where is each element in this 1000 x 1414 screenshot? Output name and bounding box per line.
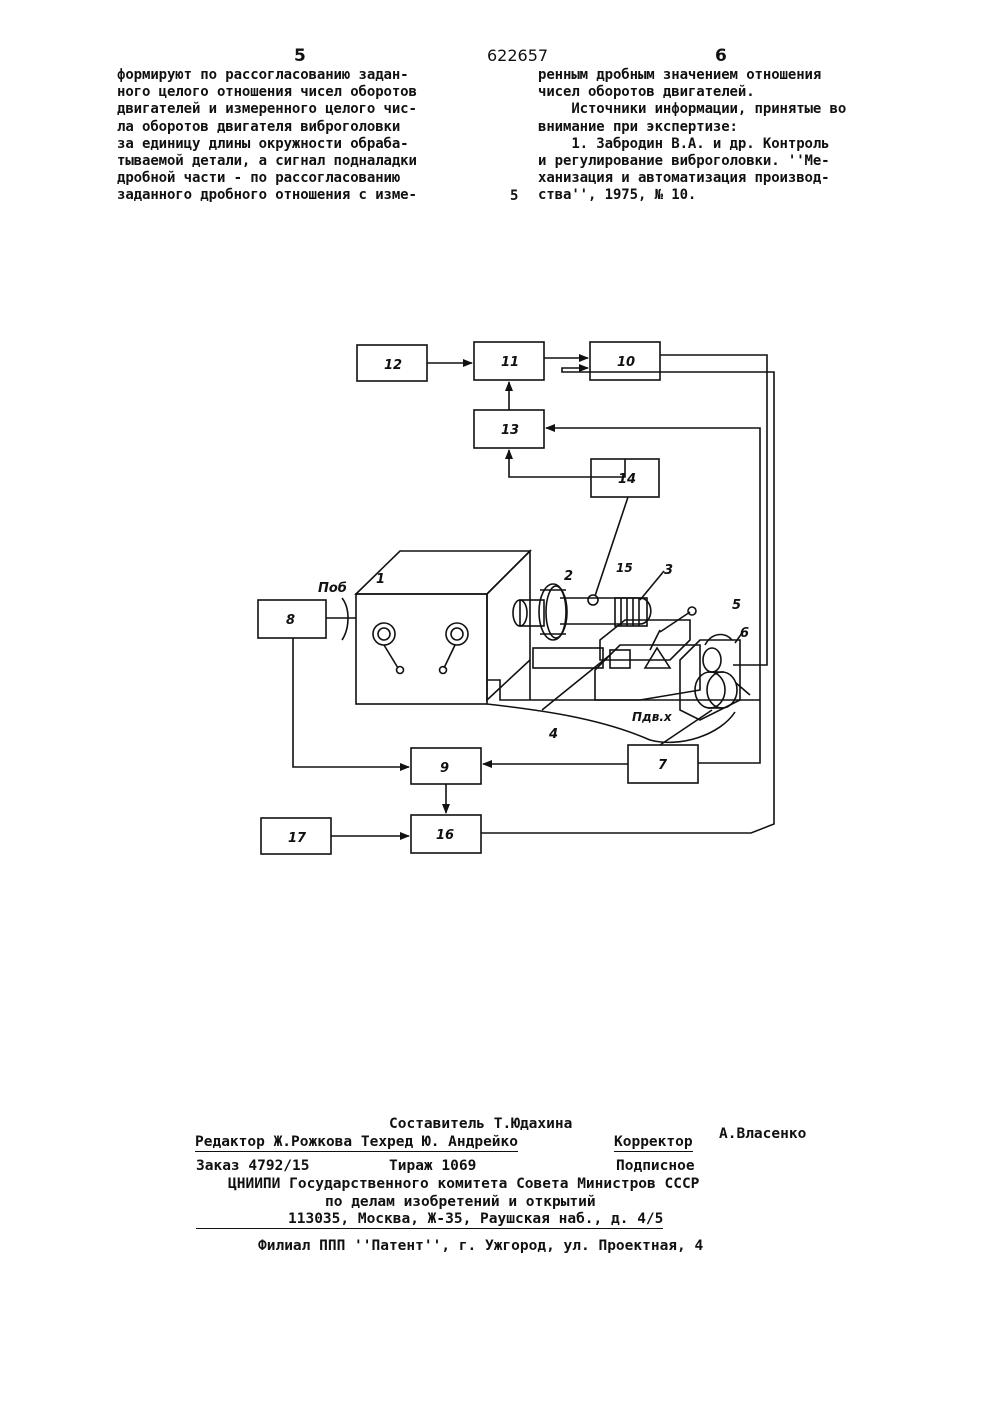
block-17: 17 [261,818,331,854]
block-11: 11 [474,342,544,380]
left-line: дробной части - по рассогласованию [117,170,417,187]
organization-line-1: ЦНИИПИ Государственного комитета Совета … [228,1176,699,1192]
link-14-to-15 [595,497,628,596]
block-16-label: 16 [436,828,454,843]
block-9-label: 9 [440,761,449,776]
link-14-to-13 [509,450,625,477]
label-15: 15 [616,561,633,575]
left-line: за единицу длины окружности обраба- [117,136,417,153]
block-7: 7 [628,745,698,783]
block-12: 12 [357,345,427,381]
corrector-name: А.Власенко [719,1126,806,1142]
right-line: ства'', 1975, № 10. [538,187,846,204]
left-line: ла оборотов двигателя виброголовки [117,119,417,136]
line-number-marker: 5 [510,188,518,204]
vibration-head-5-6 [660,633,750,745]
sensor-15 [588,595,598,605]
label-3: 3 [664,563,673,578]
label-n-dv: Пдв.х [632,710,673,724]
left-line: тываемой детали, а сигнал подналадки [117,153,417,170]
block-9: 9 [411,748,481,784]
block-8: 8 [258,600,326,638]
label-n-ob: Поб [318,581,347,596]
block-17-label: 17 [288,831,307,846]
left-line: формируют по рассогласованию задан- [117,67,417,84]
block-8-label: 8 [286,613,295,628]
block-7-label: 7 [658,758,668,773]
block-16: 16 [411,815,481,853]
block-13-label: 13 [501,423,519,438]
left-line: ного целого отношения чисел оборотов [117,84,417,101]
label-2: 2 [564,569,573,584]
patent-number: 622657 [487,46,548,65]
subscription: Подписное [616,1158,695,1174]
page-number-right: 6 [715,46,727,66]
right-line: внимание при экспертизе: [538,119,846,136]
left-line: двигателей и измеренного целого чис- [117,101,417,118]
rotation-arrow-headstock [342,598,348,640]
right-text-column: ренным дробным значением отношения чисел… [538,67,846,205]
editor-line: Редактор Ж.Рожкова Техред Ю. Андрейко [195,1134,518,1152]
chuck-2 [513,584,651,640]
address: 113035, Москва, Ж-35, Раушская наб., д. … [196,1211,663,1229]
block-10: 10 [590,342,660,380]
block-12-label: 12 [384,358,402,373]
right-line: и регулирование виброголовки. ''Ме- [538,153,846,170]
label-5: 5 [732,598,741,613]
block-13: 13 [474,410,544,448]
machine-schematic-figure: 12 11 10 13 14 8 9 7 17 16 [0,300,1000,1200]
corrector-label: Корректор [614,1134,693,1152]
link-10-to-6 [660,355,767,665]
right-line: ренным дробным значением отношения [538,67,846,84]
circulation: Тираж 1069 [389,1158,476,1174]
composer: Составитель Т.Юдахина [389,1116,572,1132]
right-line: ханизация и автоматизация производ- [538,170,846,187]
block-10-label: 10 [617,355,635,370]
label-1: 1 [376,572,385,587]
block-14-label: 14 [618,472,636,487]
organization-line-2: по делам изобретений и открытий [325,1194,596,1210]
right-line: чисел оборотов двигателей. [538,84,846,101]
left-line: заданного дробного отношения с изме- [117,187,417,204]
page-number-left: 5 [294,46,306,66]
branch-address: Филиал ППП ''Патент'', г. Ужгород, ул. П… [258,1238,703,1254]
left-text-column: формируют по рассогласованию задан- ного… [117,67,417,205]
right-line: Источники информации, принятые во [538,101,846,118]
block-11-label: 11 [501,355,519,370]
label-4: 4 [548,727,558,742]
order-number: Заказ 4792/15 [196,1158,310,1174]
thread-3 [615,571,664,626]
label-6: 6 [740,626,749,641]
right-line: 1. Забродин В.А. и др. Контроль [538,136,846,153]
